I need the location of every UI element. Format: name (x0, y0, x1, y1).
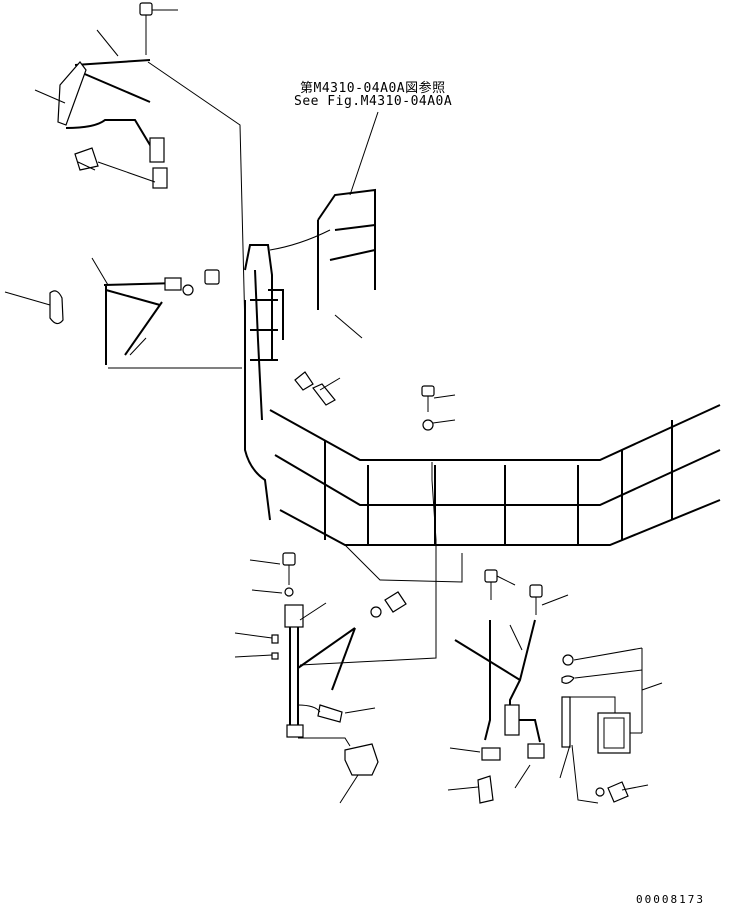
reference-label-en: See Fig.M4310-04A0A (294, 94, 453, 109)
central-fasteners (294, 371, 456, 666)
left-mirror-assembly (4, 257, 242, 369)
drawing-number: 00008173 (636, 893, 705, 906)
lower-right-assembly (344, 544, 663, 804)
reference-label-jp: 第M4310-04A0A図参照 (300, 81, 446, 96)
lower-left-mirror-assembly (234, 552, 407, 804)
ladder-handrail (244, 111, 721, 546)
upper-mirror-assembly (34, 2, 246, 331)
